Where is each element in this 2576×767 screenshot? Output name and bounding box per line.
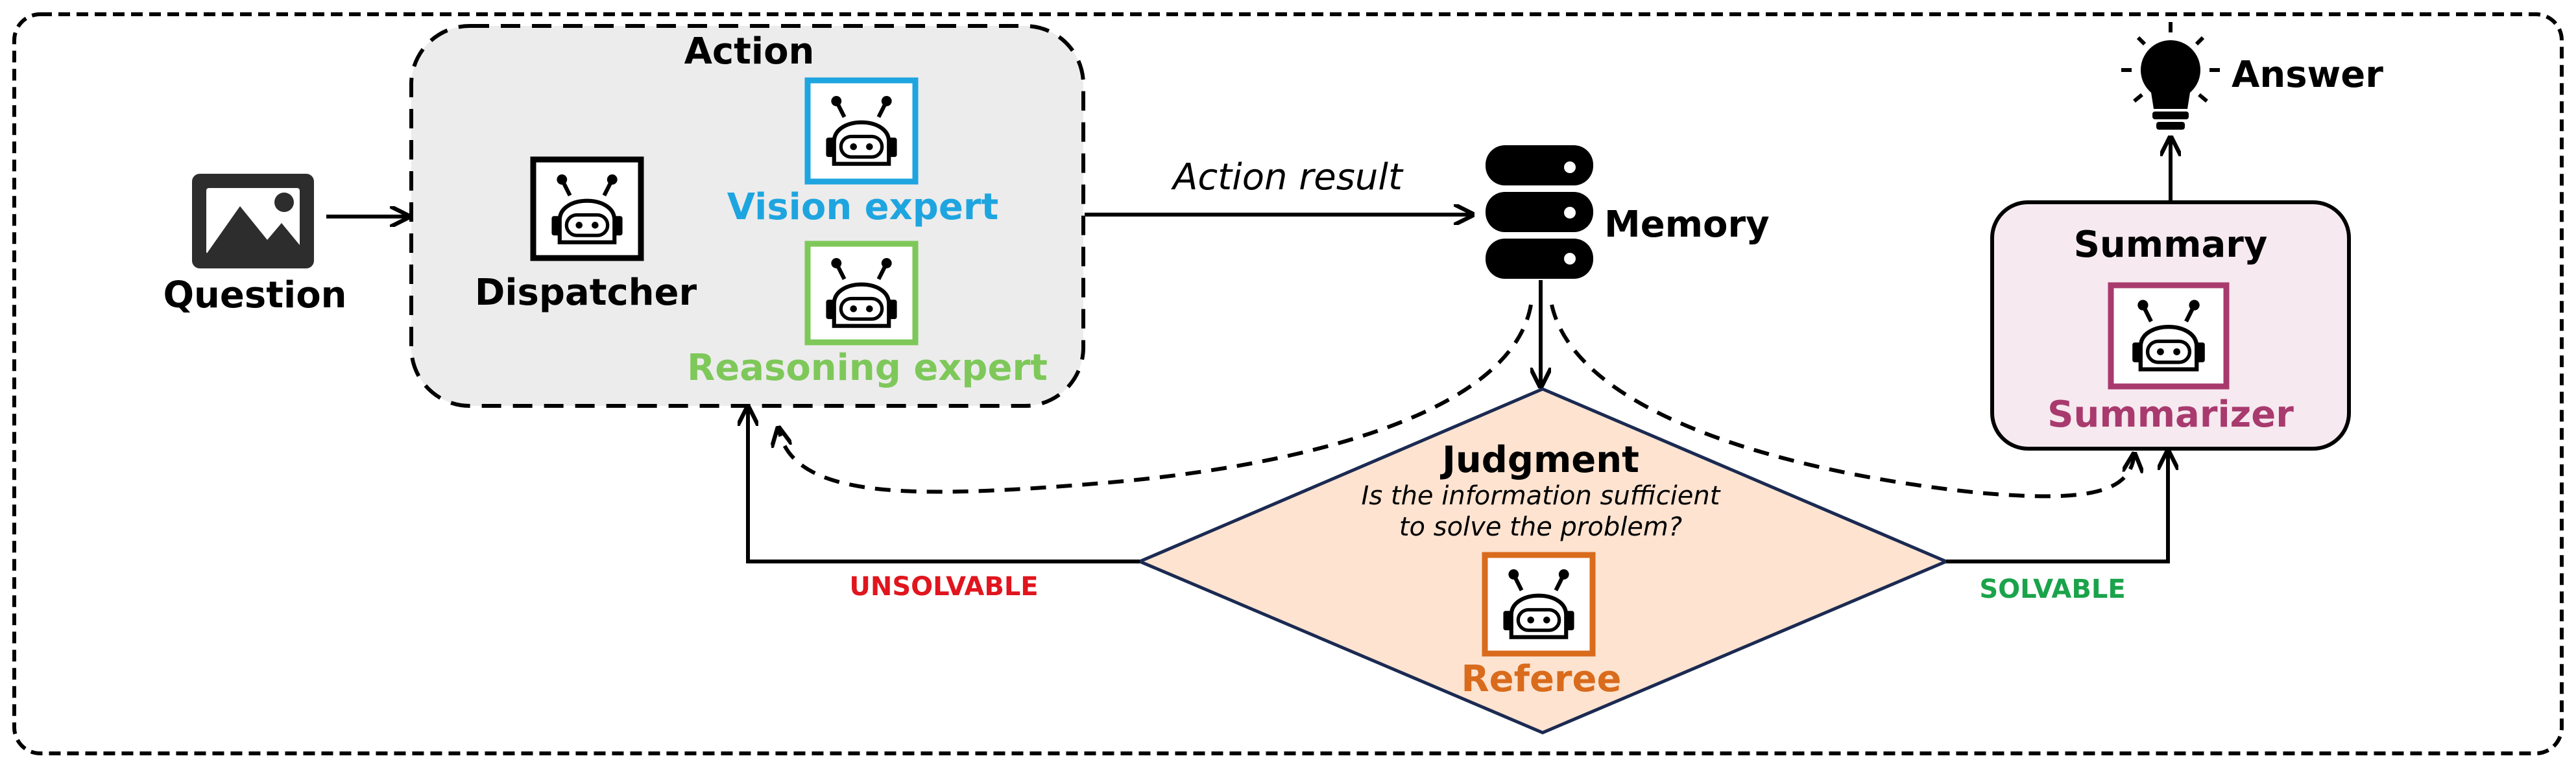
lightbulb-icon	[2121, 22, 2220, 130]
referee-label: Referee	[1461, 658, 1621, 700]
judgment-title: Judgment	[1439, 439, 1639, 481]
summary-title: Summary	[2074, 224, 2268, 266]
action-title: Action	[684, 30, 815, 73]
question-image-icon	[192, 174, 314, 268]
unsolvable-label: UNSOLVABLE	[849, 572, 1038, 602]
solvable-arrow	[1946, 451, 2168, 563]
action-result-label: Action result	[1171, 156, 1404, 198]
outer-frame	[12, 12, 2564, 755]
judgment-question-line1: Is the information sufficient	[1362, 481, 1721, 511]
memory-to-action-dashed-arrow	[778, 304, 1533, 494]
vision-expert-label: Vision expert	[727, 186, 998, 228]
judgment-question-line2: to solve the problem?	[1399, 512, 1682, 542]
unsolvable-arrow	[748, 407, 1140, 563]
reasoning-expert-label: Reasoning expert	[687, 347, 1048, 389]
dispatcher-label: Dispatcher	[475, 272, 697, 314]
database-icon	[1486, 145, 1593, 279]
answer-label: Answer	[2232, 54, 2383, 96]
solvable-label: SOLVABLE	[1979, 574, 2125, 604]
memory-to-summary-dashed-arrow	[1550, 304, 2134, 499]
memory-label: Memory	[1604, 204, 1770, 246]
summarizer-label: Summarizer	[2047, 394, 2294, 436]
question-label: Question	[163, 274, 346, 316]
